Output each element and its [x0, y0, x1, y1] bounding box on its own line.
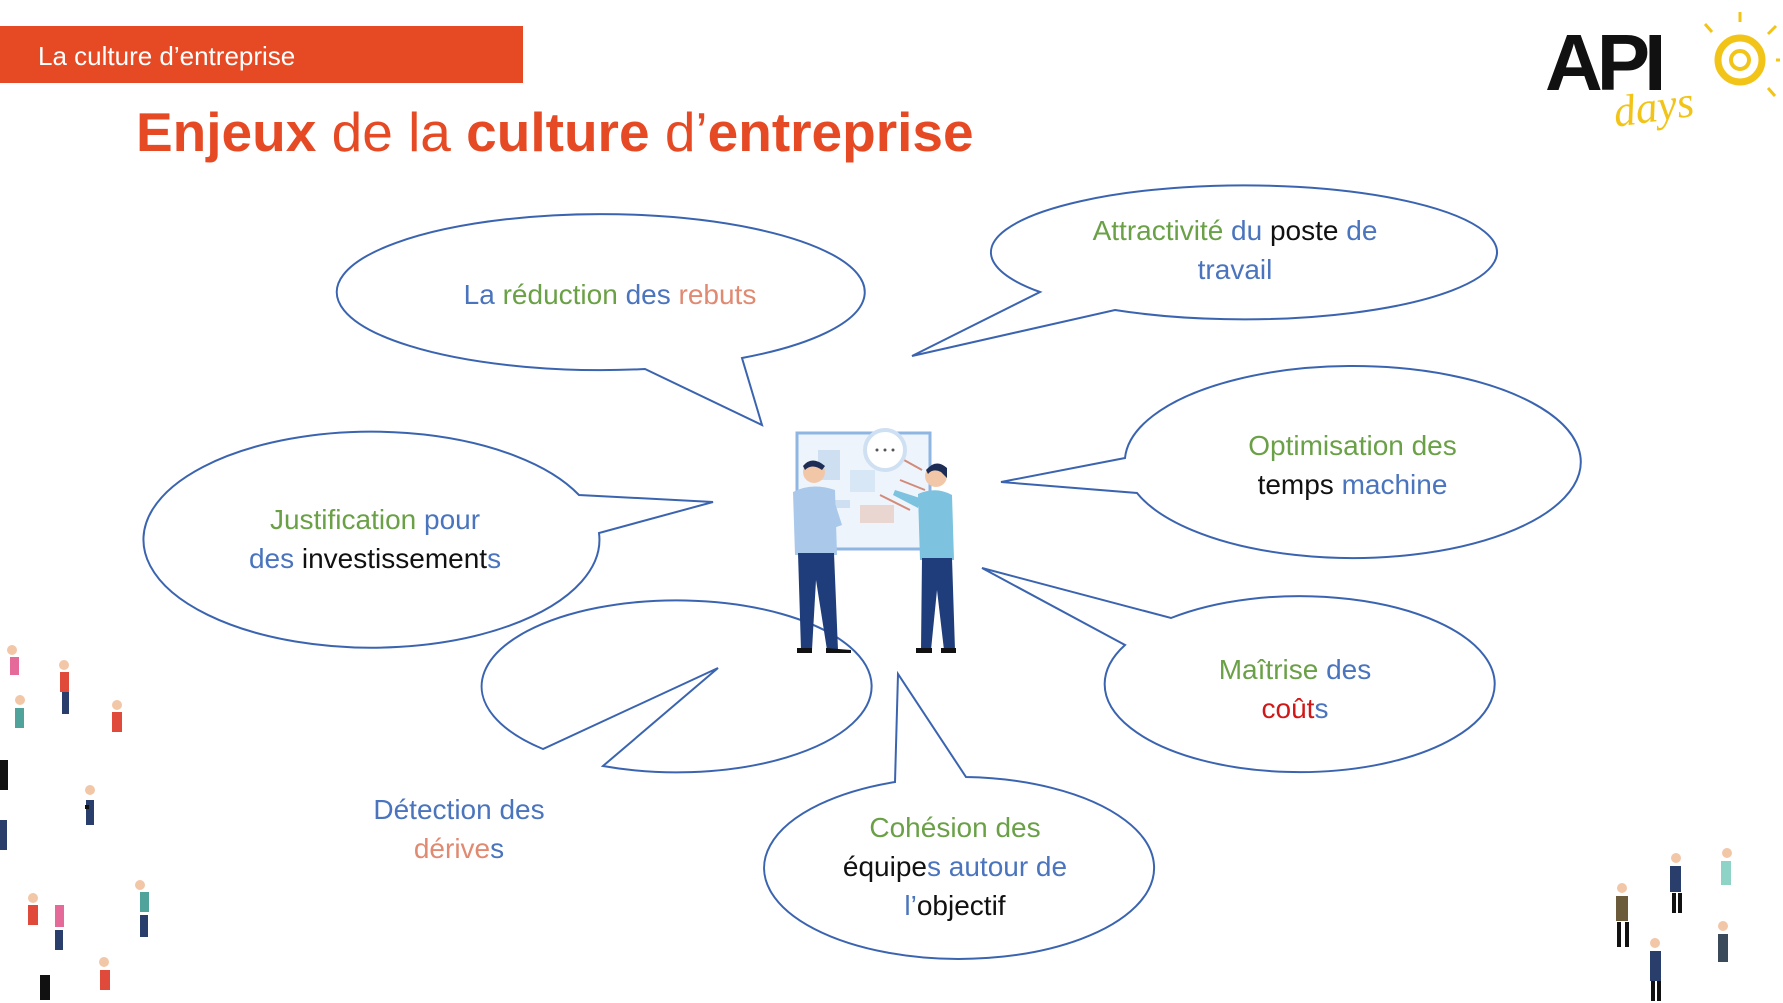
bubble-justification — [142, 430, 714, 649]
title-word-de-la: de la — [316, 101, 467, 163]
sun-icon — [1703, 12, 1780, 97]
logo-sub-text: days — [1610, 77, 1697, 137]
maitrise-w3: coût — [1261, 693, 1315, 724]
cohesion-w5: objectif — [916, 890, 1006, 921]
bubble-rebuts — [335, 213, 866, 427]
maitrise-w4: s — [1314, 693, 1329, 724]
detection-w3: s — [490, 833, 505, 864]
apidays-logo: API days — [1545, 12, 1780, 137]
bubble-cohesion — [763, 670, 1156, 960]
rebuts-w4: rebuts — [678, 279, 757, 310]
bubble-text-optimisation: Optimisation des temps machine — [1130, 426, 1575, 504]
optim-w2: temps — [1257, 469, 1334, 500]
crowd-illustration-left — [0, 645, 149, 1000]
cohesion-w1: Cohésion des — [869, 812, 1041, 843]
rebuts-w3: des — [617, 279, 679, 310]
bubble-text-justification: Justification pour des investissements — [175, 500, 575, 578]
slide-title: Enjeux de la culture d’entreprise — [136, 100, 974, 164]
logo-main-text: API — [1545, 18, 1661, 107]
justif-w3: des — [248, 543, 302, 574]
justif-w5: s — [487, 543, 502, 574]
section-label: La culture d’entreprise — [38, 41, 296, 71]
optim-w3: machine — [1333, 469, 1448, 500]
detection-w2: dérive — [413, 833, 491, 864]
title-word-culture: culture — [466, 101, 650, 163]
attract-w5: travail — [1197, 254, 1273, 285]
rebuts-w1: La — [463, 279, 503, 310]
team-discussion-illustration — [793, 428, 956, 653]
bubble-text-rebuts: La réduction des rebuts — [380, 275, 840, 314]
title-word-d: d’ — [649, 101, 708, 163]
crowd-illustration-right — [1616, 848, 1732, 1001]
rebuts-w2: réduction — [502, 279, 618, 310]
justif-w1: Justification — [269, 504, 417, 535]
optim-w1: Optimisation des — [1248, 430, 1457, 461]
bubble-optimisation — [1000, 365, 1582, 560]
bubble-text-attractivite: Attractivité du poste de travail — [1010, 211, 1460, 289]
cohesion-w4: l’ — [904, 890, 917, 921]
cohesion-w2: équipe — [842, 851, 927, 882]
bubble-text-detection: Détection des dérives — [264, 790, 654, 868]
justif-w2: pour — [416, 504, 481, 535]
attract-w1: Attractivité — [1092, 215, 1224, 246]
maitrise-w1: Maîtrise — [1218, 654, 1319, 685]
cohesion-w3: s autour de — [926, 851, 1068, 882]
title-word-enjeux: Enjeux — [136, 101, 317, 163]
attract-w4: de — [1338, 215, 1378, 246]
maitrise-w2: des — [1318, 654, 1372, 685]
bubble-text-maitrise: Maîtrise des coûts — [1100, 650, 1490, 728]
justif-w4: investissement — [301, 543, 488, 574]
detection-w1: Détection des — [373, 794, 545, 825]
title-word-entreprise: entreprise — [707, 101, 974, 163]
bubble-maitrise — [981, 567, 1496, 774]
bubble-attractivite — [911, 184, 1498, 357]
attract-w3: poste — [1269, 215, 1339, 246]
attract-w2: du — [1223, 215, 1270, 246]
bubble-detection — [480, 599, 873, 774]
section-header-band: La culture d’entreprise — [0, 26, 523, 83]
bubble-text-cohesion: Cohésion des équipes autour de l’objecti… — [760, 808, 1150, 925]
